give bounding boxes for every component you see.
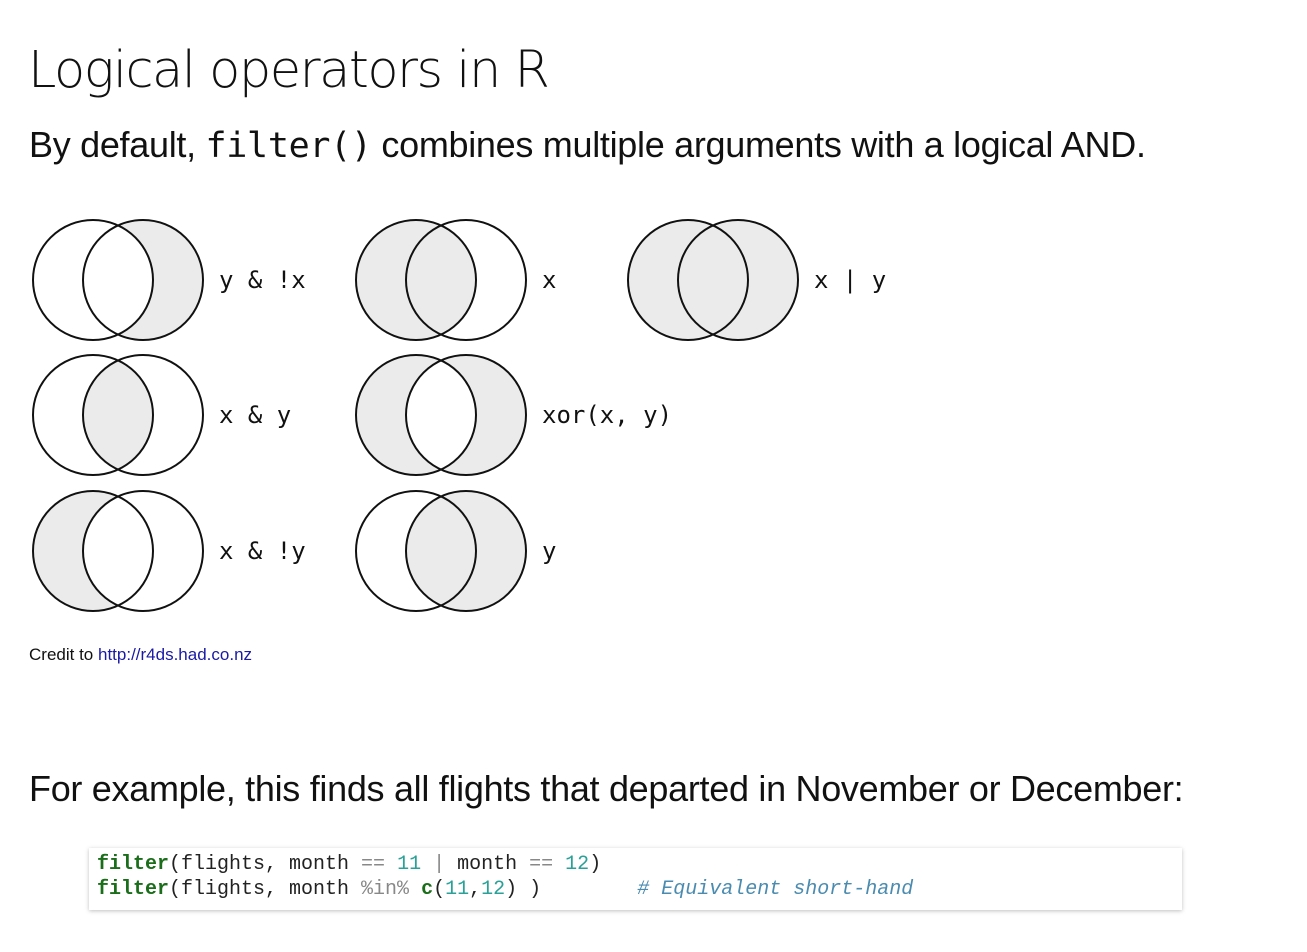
code-token: filter	[97, 878, 170, 901]
code-token: ==	[529, 853, 554, 876]
code-token: 12	[565, 853, 590, 876]
example-description: For example, this finds all flights that…	[29, 768, 1184, 809]
code-token: ,	[469, 878, 482, 901]
venn-shaded-region	[356, 220, 476, 340]
code-token: ) )	[505, 878, 542, 901]
venn-label: x & y	[219, 401, 291, 429]
venn-diagram: y	[355, 490, 556, 612]
venn-circle-y	[405, 490, 527, 612]
code-token	[553, 853, 565, 876]
venn-label: y	[542, 537, 556, 565]
venn-diagram: x	[355, 219, 556, 341]
venn-unshaded-region	[83, 220, 153, 340]
code-token: 11	[397, 853, 422, 876]
credit-prefix: Credit to	[29, 645, 98, 664]
venn-label: x & !y	[219, 537, 306, 565]
code-token	[541, 878, 637, 901]
code-line-2: filter(flights, month %in% c(11,12) ) # …	[97, 877, 1174, 902]
code-token: ==	[361, 853, 386, 876]
subtitle-text-after: combines multiple arguments with a logic…	[371, 124, 1146, 165]
venn-diagram: x | y	[627, 219, 886, 341]
venn-circle-x	[32, 490, 154, 612]
venn-circle-x	[355, 354, 477, 476]
inline-code-filter: filter()	[205, 126, 372, 166]
code-token: |	[433, 853, 446, 876]
venn-diagram: xor(x, y)	[355, 354, 672, 476]
credit-link[interactable]: http://r4ds.had.co.nz	[97, 645, 253, 664]
venn-circle-y	[82, 354, 204, 476]
venn-circle-y	[677, 219, 799, 341]
code-token: (	[433, 878, 446, 901]
venn-shaded-region	[406, 491, 526, 611]
code-token: (flights, month	[169, 853, 362, 876]
page-title: Logical operators in R	[28, 41, 550, 100]
venn-diagram: y & !x	[32, 219, 306, 341]
venn-diagram: x & y	[32, 354, 291, 476]
venn-unshaded-region	[83, 491, 153, 611]
venn-label: xor(x, y)	[542, 401, 672, 429]
code-block: filter(flights, month == 11 | month == 1…	[89, 848, 1182, 910]
venn-circle-x	[355, 219, 477, 341]
code-token: month	[445, 853, 530, 876]
code-line-1: filter(flights, month == 11 | month == 1…	[97, 852, 1174, 877]
subtitle: By default, filter() combines multiple a…	[29, 122, 1146, 169]
code-token: filter	[97, 853, 170, 876]
venn-unshaded-region	[406, 355, 476, 475]
code-token: 11	[445, 878, 470, 901]
venn-diagram-figure: y & !x x x | y x & y xor(x, y) x & !y y	[32, 219, 886, 612]
venn-shaded-region	[678, 220, 798, 340]
code-token: )	[589, 853, 602, 876]
venn-label: y & !x	[219, 266, 306, 294]
code-comment: # Equivalent short-hand	[637, 878, 914, 901]
venn-circle-x	[32, 354, 154, 476]
venn-circle-x	[355, 490, 477, 612]
subtitle-text-before: By default,	[29, 124, 206, 165]
code-token	[409, 878, 421, 901]
code-token: c	[421, 878, 434, 901]
venn-diagram: x & !y	[32, 490, 306, 612]
venn-circle-y	[82, 219, 204, 341]
code-token	[385, 853, 397, 876]
code-token	[421, 853, 433, 876]
code-token: (flights, month	[169, 878, 362, 901]
credit-note: Credit to http://r4ds.had.co.nz	[29, 644, 252, 666]
venn-shaded-region	[83, 355, 153, 475]
venn-circle-x	[32, 219, 154, 341]
venn-label: x	[542, 266, 556, 294]
code-token: 12	[481, 878, 506, 901]
venn-circle-y	[405, 354, 527, 476]
venn-circle-x	[627, 219, 749, 341]
venn-circle-y	[82, 490, 204, 612]
code-token: %in%	[361, 878, 410, 901]
venn-circle-y	[405, 219, 527, 341]
venn-label: x | y	[814, 266, 886, 294]
